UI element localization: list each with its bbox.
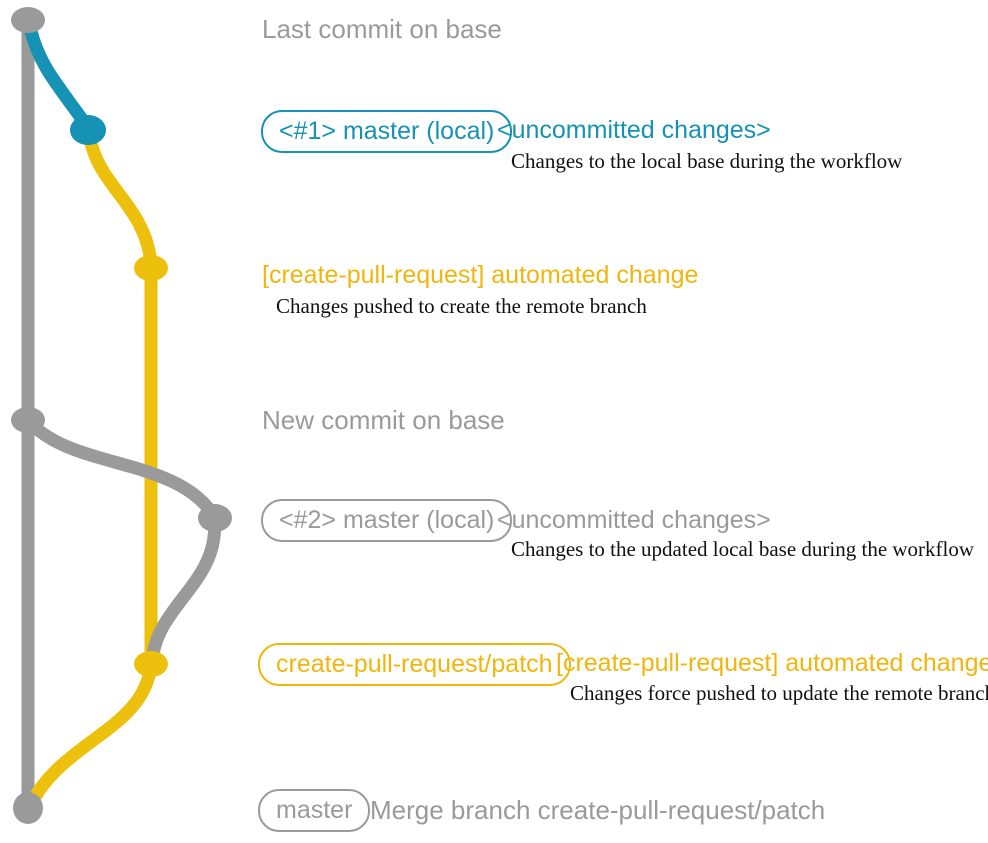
- detail-local-base-changes: Changes to the local base during the wor…: [511, 149, 903, 173]
- branch-label-master: master: [258, 789, 371, 832]
- detail-changes-force-pushed: Changes force pushed to update the remot…: [570, 681, 988, 705]
- branch-label-master-local-2: <#2> master (local): [261, 499, 513, 542]
- detail-updated-local-base-changes: Changes to the updated local base during…: [511, 537, 975, 561]
- commit-patch-1-dot: [134, 255, 168, 281]
- commit-last-base-dot: [11, 7, 45, 33]
- patch-branch-line-upper: [83, 136, 158, 265]
- heading-uncommitted-changes-2: <uncommitted changes>: [497, 506, 771, 534]
- heading-automated-change-2: [create-pull-request] automated change: [556, 649, 988, 677]
- commit-master-local-2-dot: [198, 504, 232, 532]
- commit-new-base-dot: [11, 407, 45, 433]
- local-changes-branch-line: [23, 26, 90, 126]
- note-last-commit-on-base: Last commit on base: [262, 14, 502, 44]
- note-merge-branch: Merge branch create-pull-request/patch: [370, 795, 826, 825]
- commit-patch-2-dot: [134, 651, 168, 677]
- git-graph: [11, 7, 232, 824]
- commit-merge-dot: [13, 792, 43, 824]
- updated-local-branch-line-upper: [23, 415, 220, 520]
- heading-uncommitted-changes-1: <uncommitted changes>: [497, 116, 771, 144]
- detail-changes-pushed: Changes pushed to create the remote bran…: [276, 294, 647, 318]
- patch-branch-line-merge: [24, 663, 158, 810]
- commit-master-local-1-dot: [70, 115, 106, 145]
- branch-label-create-pull-request-patch: create-pull-request/patch: [258, 643, 571, 686]
- updated-local-branch-line-lower: [145, 515, 222, 663]
- heading-automated-change-1: [create-pull-request] automated change: [262, 261, 699, 289]
- note-new-commit-on-base: New commit on base: [262, 405, 505, 435]
- branch-label-master-local-1: <#1> master (local): [261, 110, 513, 153]
